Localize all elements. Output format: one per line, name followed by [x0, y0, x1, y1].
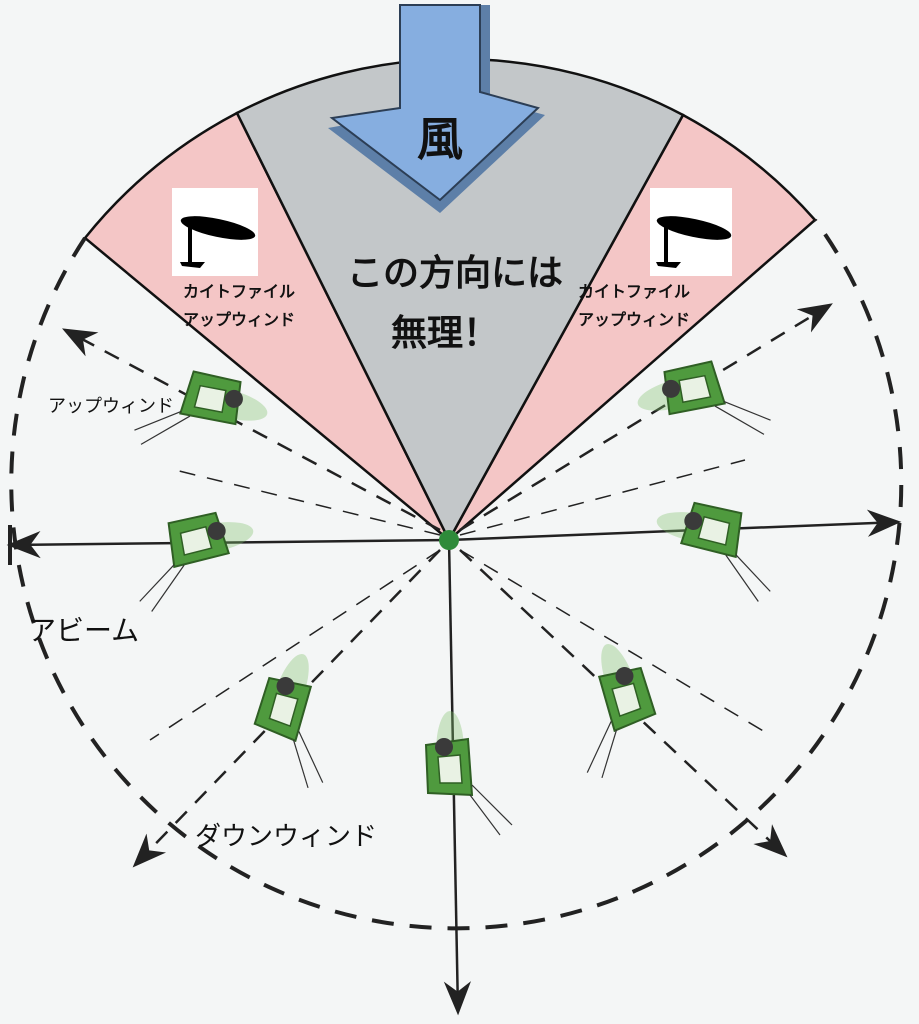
upwind-left-arrow	[62, 328, 441, 532]
rider-abeam-left	[125, 505, 265, 615]
rider-broad-left	[237, 645, 363, 793]
downwind-label: ダウンウィンド	[195, 822, 377, 852]
rider-downwind	[425, 710, 513, 836]
downwind-left-arrow	[132, 549, 441, 868]
downwind-right-arrow	[459, 549, 788, 858]
kitefoil-left-line1: カイトファイル	[183, 282, 295, 301]
no-go-line2: 無理！	[391, 313, 499, 354]
broad-reach-left-line	[149, 549, 441, 741]
abeam-label: アビーム	[28, 614, 139, 647]
kitefoil-left-line2: アップウィンド	[183, 310, 295, 329]
broad-reach-right-line	[459, 549, 771, 736]
rider-broad-right	[547, 635, 673, 783]
rider-abeam-right	[645, 495, 785, 605]
wind-label: 風	[417, 112, 463, 166]
upwind-label: アップウィンド	[48, 396, 174, 417]
kitefoil-right-line1: カイトファイル	[578, 282, 690, 301]
center-point	[439, 530, 459, 550]
kitefoil-icon-left	[172, 188, 258, 276]
wind-arrow: 風	[328, 4, 545, 213]
kitefoil-right-line2: アップウィンド	[578, 310, 690, 329]
no-go-line1: この方向には	[347, 253, 563, 294]
rider-upwind-right	[630, 347, 775, 465]
close-reach-right-line	[459, 459, 746, 536]
kitefoil-icon-right	[650, 188, 732, 276]
close-reach-left-line	[174, 469, 441, 536]
